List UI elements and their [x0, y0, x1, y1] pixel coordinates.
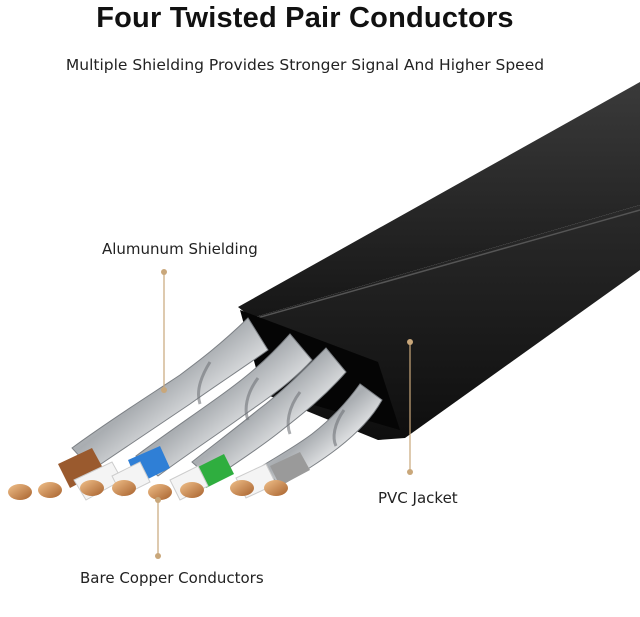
page-title: Four Twisted Pair Conductors	[96, 2, 514, 34]
copper-end	[230, 480, 254, 496]
copper-end	[38, 482, 62, 498]
copper-end	[112, 480, 136, 496]
copper-label: Bare Copper Conductors	[80, 569, 264, 587]
conductor-green	[196, 454, 234, 488]
conductor-gray	[270, 452, 310, 486]
shielded-pairs	[71, 317, 383, 487]
copper-end	[80, 480, 104, 496]
shielding-leader-dot	[161, 269, 167, 275]
conductor-insulation	[58, 446, 310, 501]
jacket-top-face	[238, 82, 640, 318]
copper-end	[8, 484, 32, 500]
copper-end	[264, 480, 288, 496]
copper-leader-dot	[155, 553, 161, 559]
shielding-label: Alumunum Shielding	[102, 240, 258, 258]
jacket-leader-dot	[407, 339, 413, 345]
jacket-label: PVC Jacket	[378, 489, 458, 507]
leader-lines	[155, 269, 413, 559]
foil-pair-2	[135, 333, 313, 477]
bare-copper-ends	[8, 480, 288, 500]
copper-end	[148, 484, 172, 500]
page-subtitle: Multiple Shielding Provides Stronger Sig…	[65, 56, 545, 74]
shielding-leader-dot	[161, 387, 167, 393]
jacket-highlight	[249, 209, 640, 321]
copper-end	[180, 482, 204, 498]
jacket-leader-dot	[407, 469, 413, 475]
conductor-brown	[58, 448, 104, 488]
copper-leader-dot	[155, 497, 161, 503]
